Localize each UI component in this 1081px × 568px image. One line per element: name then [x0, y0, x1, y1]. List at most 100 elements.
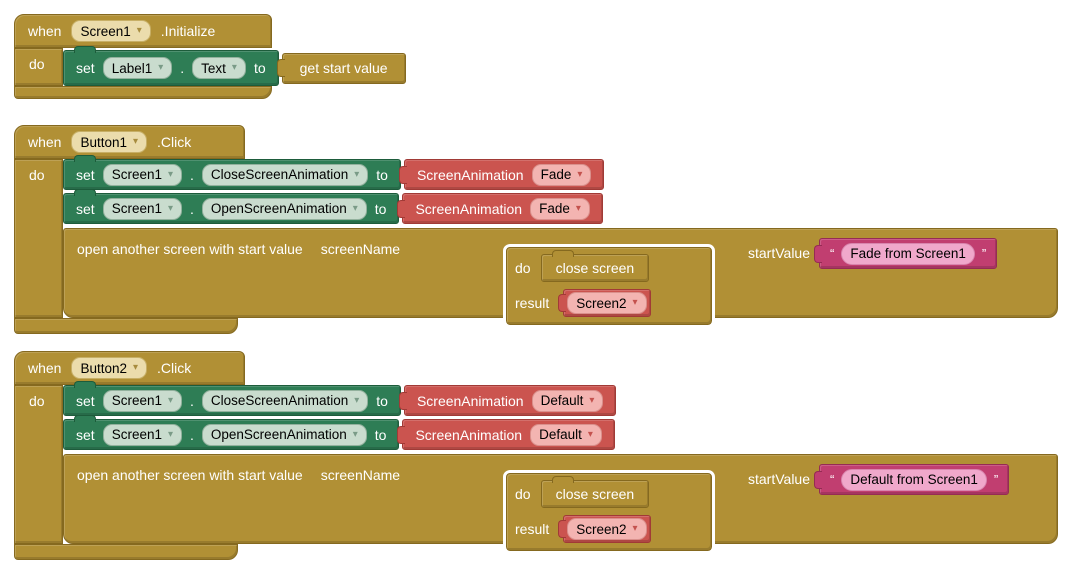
screenanimation-label: ScreenAnimation [416, 166, 524, 183]
component-dropdown[interactable]: Button1 ▾ [71, 131, 148, 153]
chevron-down-icon: ▾ [352, 428, 358, 440]
animation-option-dropdown[interactable]: Default ▾ [530, 423, 602, 446]
component-dropdown[interactable]: Screen1 ▾ [102, 197, 183, 220]
dropdown-value: Screen1 [111, 167, 162, 182]
open-quote: “ [830, 472, 835, 487]
property-dropdown[interactable]: Text ▾ [192, 57, 246, 79]
chevron-down-icon: ▾ [167, 168, 174, 180]
screen2-block[interactable]: Screen2 ▾ [563, 289, 651, 317]
component-dropdown[interactable]: Button2 ▾ [71, 357, 148, 379]
when-button2-click-block[interactable]: when Button2 ▾ .Click do set Screen1 ▾ .… [14, 351, 1058, 560]
component-dropdown[interactable]: Screen1 ▾ [102, 163, 183, 186]
dropdown-value: Default [540, 393, 584, 408]
do-slot: do [14, 385, 63, 544]
do-slot: do [14, 159, 63, 318]
component-dropdown[interactable]: Screen1 ▾ [71, 20, 151, 42]
dropdown-value: Screen1 [111, 201, 162, 216]
get-start-value-block[interactable]: get start value [281, 52, 406, 84]
set-label: set [76, 166, 95, 183]
event-name-label: .Click [157, 134, 192, 150]
set-label: set [76, 426, 95, 443]
event-header[interactable]: when Button2 ▾ .Click [14, 351, 245, 385]
event-header[interactable]: when Screen1 ▾ .Initialize [14, 14, 272, 48]
animation-option-dropdown[interactable]: Fade ▾ [530, 197, 590, 220]
screen2-block[interactable]: Screen2 ▾ [563, 515, 651, 543]
component-dropdown[interactable]: Label1 ▾ [102, 57, 173, 79]
to-label: to [253, 60, 266, 76]
event-footer [14, 86, 272, 99]
do-label: do [29, 393, 45, 409]
chevron-down-icon: ▾ [167, 428, 174, 440]
event-body: do set Screen1 ▾ . CloseScreenAnimation … [14, 381, 1058, 554]
dropdown-value: Text [201, 60, 226, 76]
open-another-screen-block[interactable]: open another screen with start value scr… [63, 454, 1058, 554]
dropdown-value: Label1 [111, 60, 153, 76]
event-body: do set Screen1 ▾ . CloseScreenAnimation … [14, 155, 1058, 328]
open-another-screen-block[interactable]: open another screen with start value scr… [63, 228, 1058, 328]
when-button1-click-block[interactable]: when Button1 ▾ .Click do set Screen1 ▾ .… [14, 125, 1058, 334]
animation-option-dropdown[interactable]: Default ▾ [531, 389, 604, 412]
chevron-down-icon: ▾ [231, 62, 237, 73]
do-label: do [29, 56, 45, 72]
set-closescreenanimation-block[interactable]: set Screen1 ▾ . CloseScreenAnimation ▾ t… [63, 381, 401, 416]
animation-option-dropdown[interactable]: Fade ▾ [531, 163, 592, 186]
string-text: Fade from Screen1 [850, 246, 966, 261]
startvalue-param-label: startValue [748, 245, 810, 261]
chevron-down-icon: ▾ [136, 25, 142, 36]
screenanimation-default-block[interactable]: ScreenAnimation Default ▾ [403, 385, 617, 416]
when-label: when [28, 360, 62, 376]
component-dropdown[interactable]: Screen1 ▾ [102, 423, 183, 446]
string-text: Default from Screen1 [850, 472, 978, 487]
screenanimation-label: ScreenAnimation [415, 426, 523, 443]
screen-dropdown[interactable]: Screen2 ▾ [567, 292, 647, 314]
close-screen-block[interactable]: close screen [540, 476, 650, 508]
close-screen-label: close screen [555, 486, 635, 502]
do-result-block[interactable]: do close screen result Screen2 ▾ [503, 470, 715, 554]
dropdown-value: Screen1 [111, 427, 162, 442]
component-dropdown[interactable]: Screen1 ▾ [102, 389, 183, 412]
screenanimation-fade-block[interactable]: ScreenAnimation Fade ▾ [402, 193, 603, 224]
screen-dropdown[interactable]: Screen2 ▾ [567, 518, 647, 540]
property-dropdown[interactable]: OpenScreenAnimation ▾ [201, 197, 367, 220]
result-label: result [515, 521, 550, 537]
dot-separator: . [190, 426, 194, 443]
do-slot: do [14, 48, 63, 86]
event-header[interactable]: when Button1 ▾ .Click [14, 125, 245, 159]
set-closescreenanimation-block[interactable]: set Screen1 ▾ . CloseScreenAnimation ▾ t… [63, 155, 401, 190]
chevron-down-icon: ▾ [352, 202, 358, 214]
set-label1-text-block[interactable]: set Label1 ▾ . Text ▾ to [63, 46, 279, 86]
dropdown-value: Fade [539, 201, 570, 216]
startvalue-param-label: startValue [748, 471, 810, 487]
text-string-block[interactable]: “ Fade from Screen1 ” [819, 238, 998, 269]
close-screen-block[interactable]: close screen [540, 250, 650, 282]
screenanimation-fade-block[interactable]: ScreenAnimation Fade ▾ [403, 159, 605, 190]
text-string-block[interactable]: “ Default from Screen1 ” [819, 464, 1010, 495]
set-openscreenanimation-block[interactable]: set Screen1 ▾ . OpenScreenAnimation ▾ to [63, 415, 400, 450]
when-screen1-initialize-block[interactable]: when Screen1 ▾ .Initialize do set Label1… [14, 14, 406, 99]
open-another-screen-label: open another screen with start value [77, 467, 303, 483]
property-dropdown[interactable]: CloseScreenAnimation ▾ [201, 389, 369, 412]
when-label: when [28, 134, 62, 150]
when-label: when [28, 23, 62, 39]
dropdown-value: Default [539, 427, 582, 442]
chevron-down-icon: ▾ [632, 523, 638, 534]
dropdown-value: Screen1 [80, 23, 131, 39]
do-result-block[interactable]: do close screen result Screen2 ▾ [503, 244, 715, 328]
set-openscreenanimation-block[interactable]: set Screen1 ▾ . OpenScreenAnimation ▾ to [63, 189, 400, 224]
property-dropdown[interactable]: CloseScreenAnimation ▾ [201, 163, 369, 186]
to-label: to [374, 426, 387, 443]
do-label: do [515, 486, 531, 502]
screenanimation-default-block[interactable]: ScreenAnimation Default ▾ [402, 419, 615, 450]
close-quote: ” [981, 246, 987, 261]
chevron-down-icon: ▾ [167, 202, 174, 214]
to-label: to [374, 200, 387, 217]
dropdown-value: Screen1 [111, 393, 162, 408]
dropdown-value: Screen2 [576, 521, 627, 537]
chevron-down-icon: ▾ [133, 136, 139, 147]
property-dropdown[interactable]: OpenScreenAnimation ▾ [201, 423, 367, 446]
string-text-field[interactable]: Fade from Screen1 [841, 242, 975, 265]
chevron-down-icon: ▾ [632, 297, 638, 308]
string-text-field[interactable]: Default from Screen1 [841, 468, 987, 491]
get-start-value-label: get start value [299, 60, 388, 76]
dropdown-value: Screen2 [576, 295, 627, 311]
